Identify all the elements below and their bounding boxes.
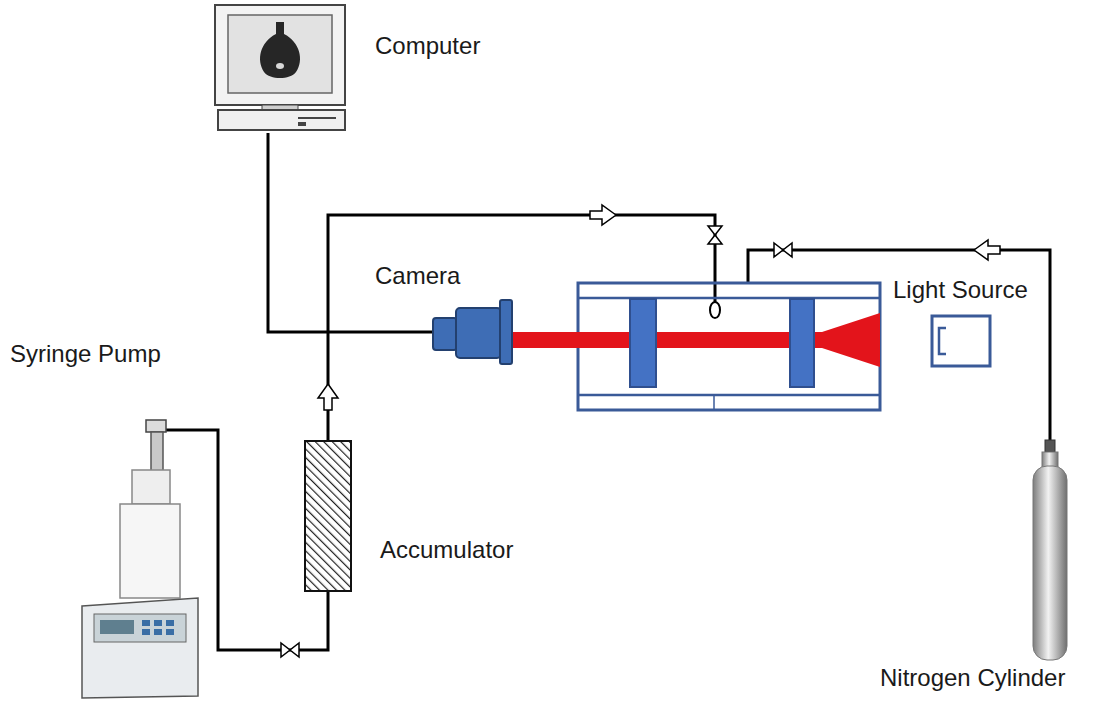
computer-node: Computer bbox=[215, 5, 345, 133]
valve-symbol bbox=[281, 643, 299, 657]
flow-arrow bbox=[318, 384, 338, 410]
light-source-node: Light Source bbox=[930, 314, 992, 368]
flow-arrow bbox=[974, 240, 1000, 260]
computer-icon bbox=[215, 5, 345, 130]
gas-line bbox=[748, 250, 1050, 442]
accumulator-vessel bbox=[305, 441, 351, 591]
light-beam bbox=[512, 313, 880, 367]
connector-line bbox=[268, 133, 432, 332]
flow-arrow bbox=[590, 205, 616, 225]
part-label: Camera bbox=[375, 262, 460, 290]
light-source-icon bbox=[932, 316, 990, 366]
needle-drop bbox=[710, 302, 720, 318]
syringe-pump-node: Syringe Pump bbox=[78, 418, 203, 700]
syringe-pump-icon bbox=[82, 420, 198, 698]
part-label: Syringe Pump bbox=[10, 340, 161, 368]
gas-cylinder-node: Nitrogen Cylinder bbox=[1028, 440, 1070, 665]
tubing-stub bbox=[162, 430, 203, 432]
optical-window bbox=[630, 299, 656, 387]
valve-symbol bbox=[708, 226, 722, 244]
camera-icon bbox=[433, 300, 512, 364]
part-label: Accumulator bbox=[380, 536, 513, 564]
optical-window bbox=[790, 299, 814, 387]
camera-node: Camera bbox=[432, 300, 512, 364]
part-label: Computer bbox=[375, 32, 480, 60]
gas-cylinder-icon bbox=[1033, 440, 1067, 660]
part-label: Nitrogen Cylinder bbox=[880, 664, 1065, 692]
accumulator-node: Accumulator bbox=[304, 440, 352, 592]
part-label: Light Source bbox=[893, 276, 1028, 304]
valve-symbol bbox=[774, 243, 792, 257]
tubing-line bbox=[328, 215, 715, 440]
